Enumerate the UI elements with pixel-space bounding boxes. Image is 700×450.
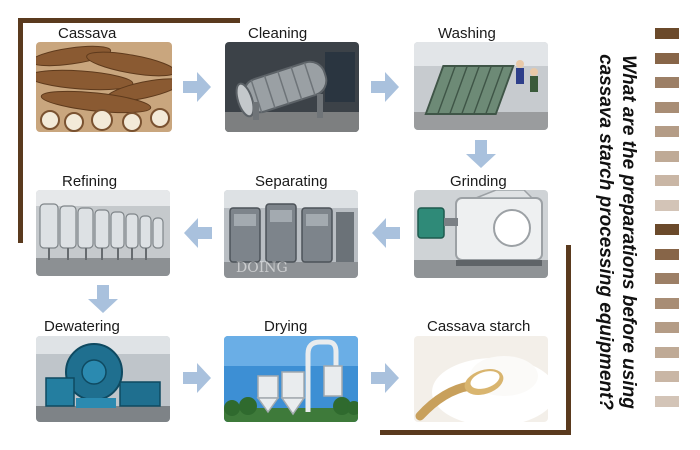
flow-arrow-icon [183,363,211,393]
step-label-cassava: Cassava [58,25,117,42]
step-label-cassava-starch: Cassava starch [427,318,531,335]
color-stripe [655,52,679,64]
watermark-text: DOING [236,260,288,276]
color-stripe [655,28,679,39]
cleaning-photo [225,42,359,132]
color-stripe [655,395,679,407]
color-stripe [655,150,679,162]
color-stripe [655,346,679,358]
color-stripe [655,175,679,186]
cassava-starch-photo [414,336,548,422]
flow-arrow-icon [88,285,118,313]
color-stripe [655,101,679,113]
washing-photo [414,42,548,130]
color-stripe [655,273,679,284]
flow-arrow-icon [183,72,211,102]
color-stripe [655,297,679,309]
flow-arrow-icon [466,140,496,168]
color-stripe [655,199,679,211]
separating-photo: DOING [224,190,358,278]
dewatering-photo [36,336,170,422]
color-stripe [655,371,679,382]
flow-arrow-icon [371,363,399,393]
side-title: What are the preparations before using c… [588,22,646,442]
color-stripe [655,224,679,235]
step-label-grinding: Grinding [450,173,507,190]
top-left-bracket-top [18,18,240,23]
color-stripe [655,322,679,333]
color-stripe [655,248,679,260]
step-label-separating: Separating [255,173,328,190]
flow-arrow-icon [372,218,400,248]
step-label-washing: Washing [438,25,496,42]
drying-photo [224,336,358,422]
bottom-right-bracket-bottom [380,430,571,435]
step-label-cleaning: Cleaning [248,25,308,42]
refining-photo [36,190,170,276]
step-label-drying: Drying [264,318,308,335]
bottom-right-bracket-right [566,245,571,435]
step-label-refining: Refining [62,173,118,190]
cassava-photo [36,42,172,132]
color-stripe [655,126,679,137]
flow-arrow-icon [371,72,399,102]
top-left-bracket-left [18,18,23,243]
grinding-photo [414,190,548,278]
step-label-dewatering: Dewatering [44,318,120,335]
flow-arrow-icon [184,218,212,248]
page-title: What are the preparations before using c… [595,54,639,410]
color-stripe [655,77,679,88]
